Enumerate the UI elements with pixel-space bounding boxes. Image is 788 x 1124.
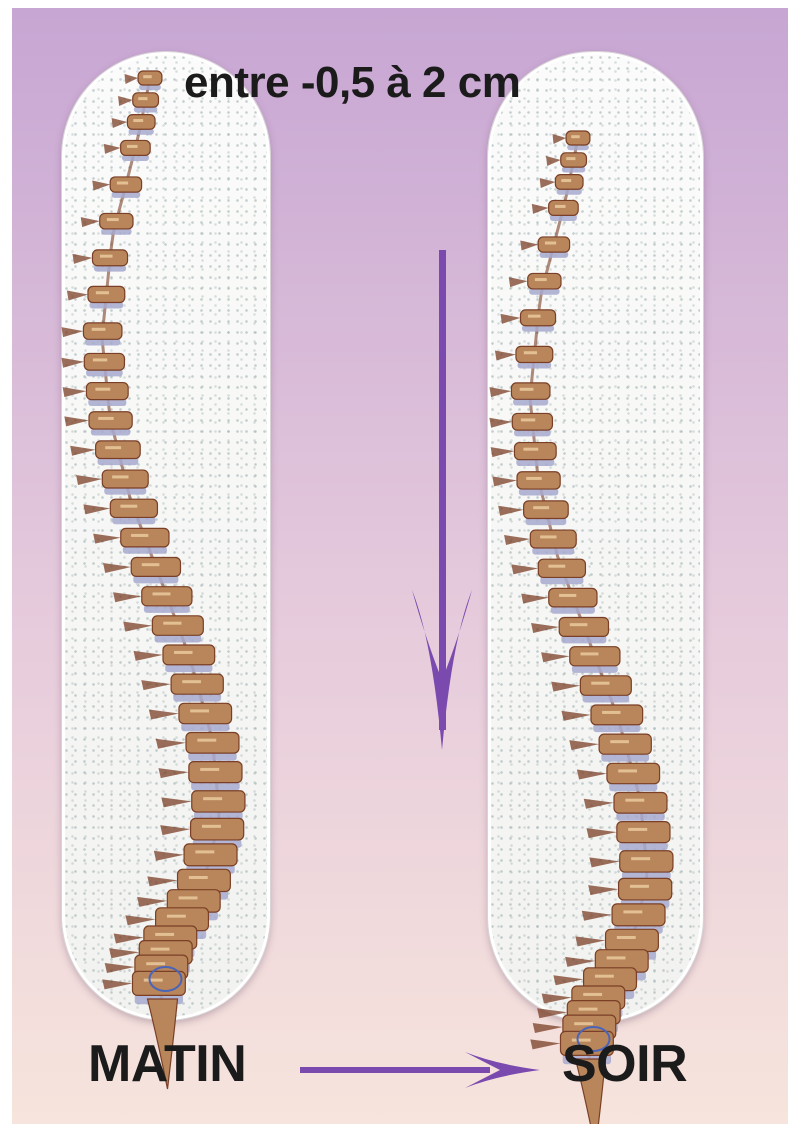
vertebra <box>541 647 620 673</box>
vertebra <box>553 131 590 150</box>
down-arrow-icon <box>412 250 472 750</box>
height-variation-caption: entre -0,5 à 2 cm <box>184 58 520 108</box>
vertebra <box>103 558 180 584</box>
vertebra <box>70 441 140 465</box>
vertebra <box>133 645 214 672</box>
vertebra <box>498 501 568 525</box>
vertebra <box>61 323 122 346</box>
vertebra <box>489 413 552 436</box>
vertebra <box>67 286 125 308</box>
vertebra <box>123 616 203 643</box>
vertebra <box>118 93 158 113</box>
vertebra <box>504 530 576 555</box>
morning-label: MATIN <box>88 1034 246 1094</box>
vertebra <box>491 443 557 466</box>
vertebra <box>113 587 192 613</box>
vertebra <box>531 618 608 644</box>
vertebra <box>63 383 129 406</box>
vertebra <box>577 763 660 791</box>
vertebra <box>93 528 169 553</box>
vertebra <box>586 822 670 851</box>
vertebra <box>158 762 242 791</box>
vertebra <box>520 237 569 258</box>
vertebra <box>489 383 550 406</box>
vertebra <box>125 71 162 90</box>
vertebra <box>76 470 148 495</box>
vertebra <box>92 177 141 198</box>
vertebra <box>141 674 223 701</box>
vertebra <box>569 734 651 761</box>
vertebra <box>156 732 239 760</box>
vertebra <box>492 472 560 496</box>
vertebra <box>521 588 597 613</box>
vertebra <box>584 792 667 820</box>
vertebra <box>546 153 586 173</box>
vertebra <box>83 499 157 524</box>
vertebra <box>161 791 245 820</box>
vertebra <box>561 705 642 732</box>
vertebra <box>551 676 631 703</box>
vertebra <box>149 703 232 731</box>
vertebra <box>72 250 127 272</box>
evening-label: SOIR <box>562 1034 687 1094</box>
vertebra <box>64 412 132 436</box>
vertebra <box>509 273 561 294</box>
vertebra <box>589 851 673 880</box>
vertebra <box>81 213 133 234</box>
spine-illustration-morning <box>61 71 245 1089</box>
right-arrow-icon <box>300 1052 540 1088</box>
vertebra <box>104 140 150 161</box>
vertebra <box>495 346 553 368</box>
spine-illustration-evening <box>489 131 673 1124</box>
vertebra <box>61 353 124 376</box>
vertebra <box>540 175 583 195</box>
vertebra <box>532 200 578 221</box>
vertebra <box>112 115 155 135</box>
vertebra <box>511 559 585 584</box>
vertebra <box>500 310 555 332</box>
